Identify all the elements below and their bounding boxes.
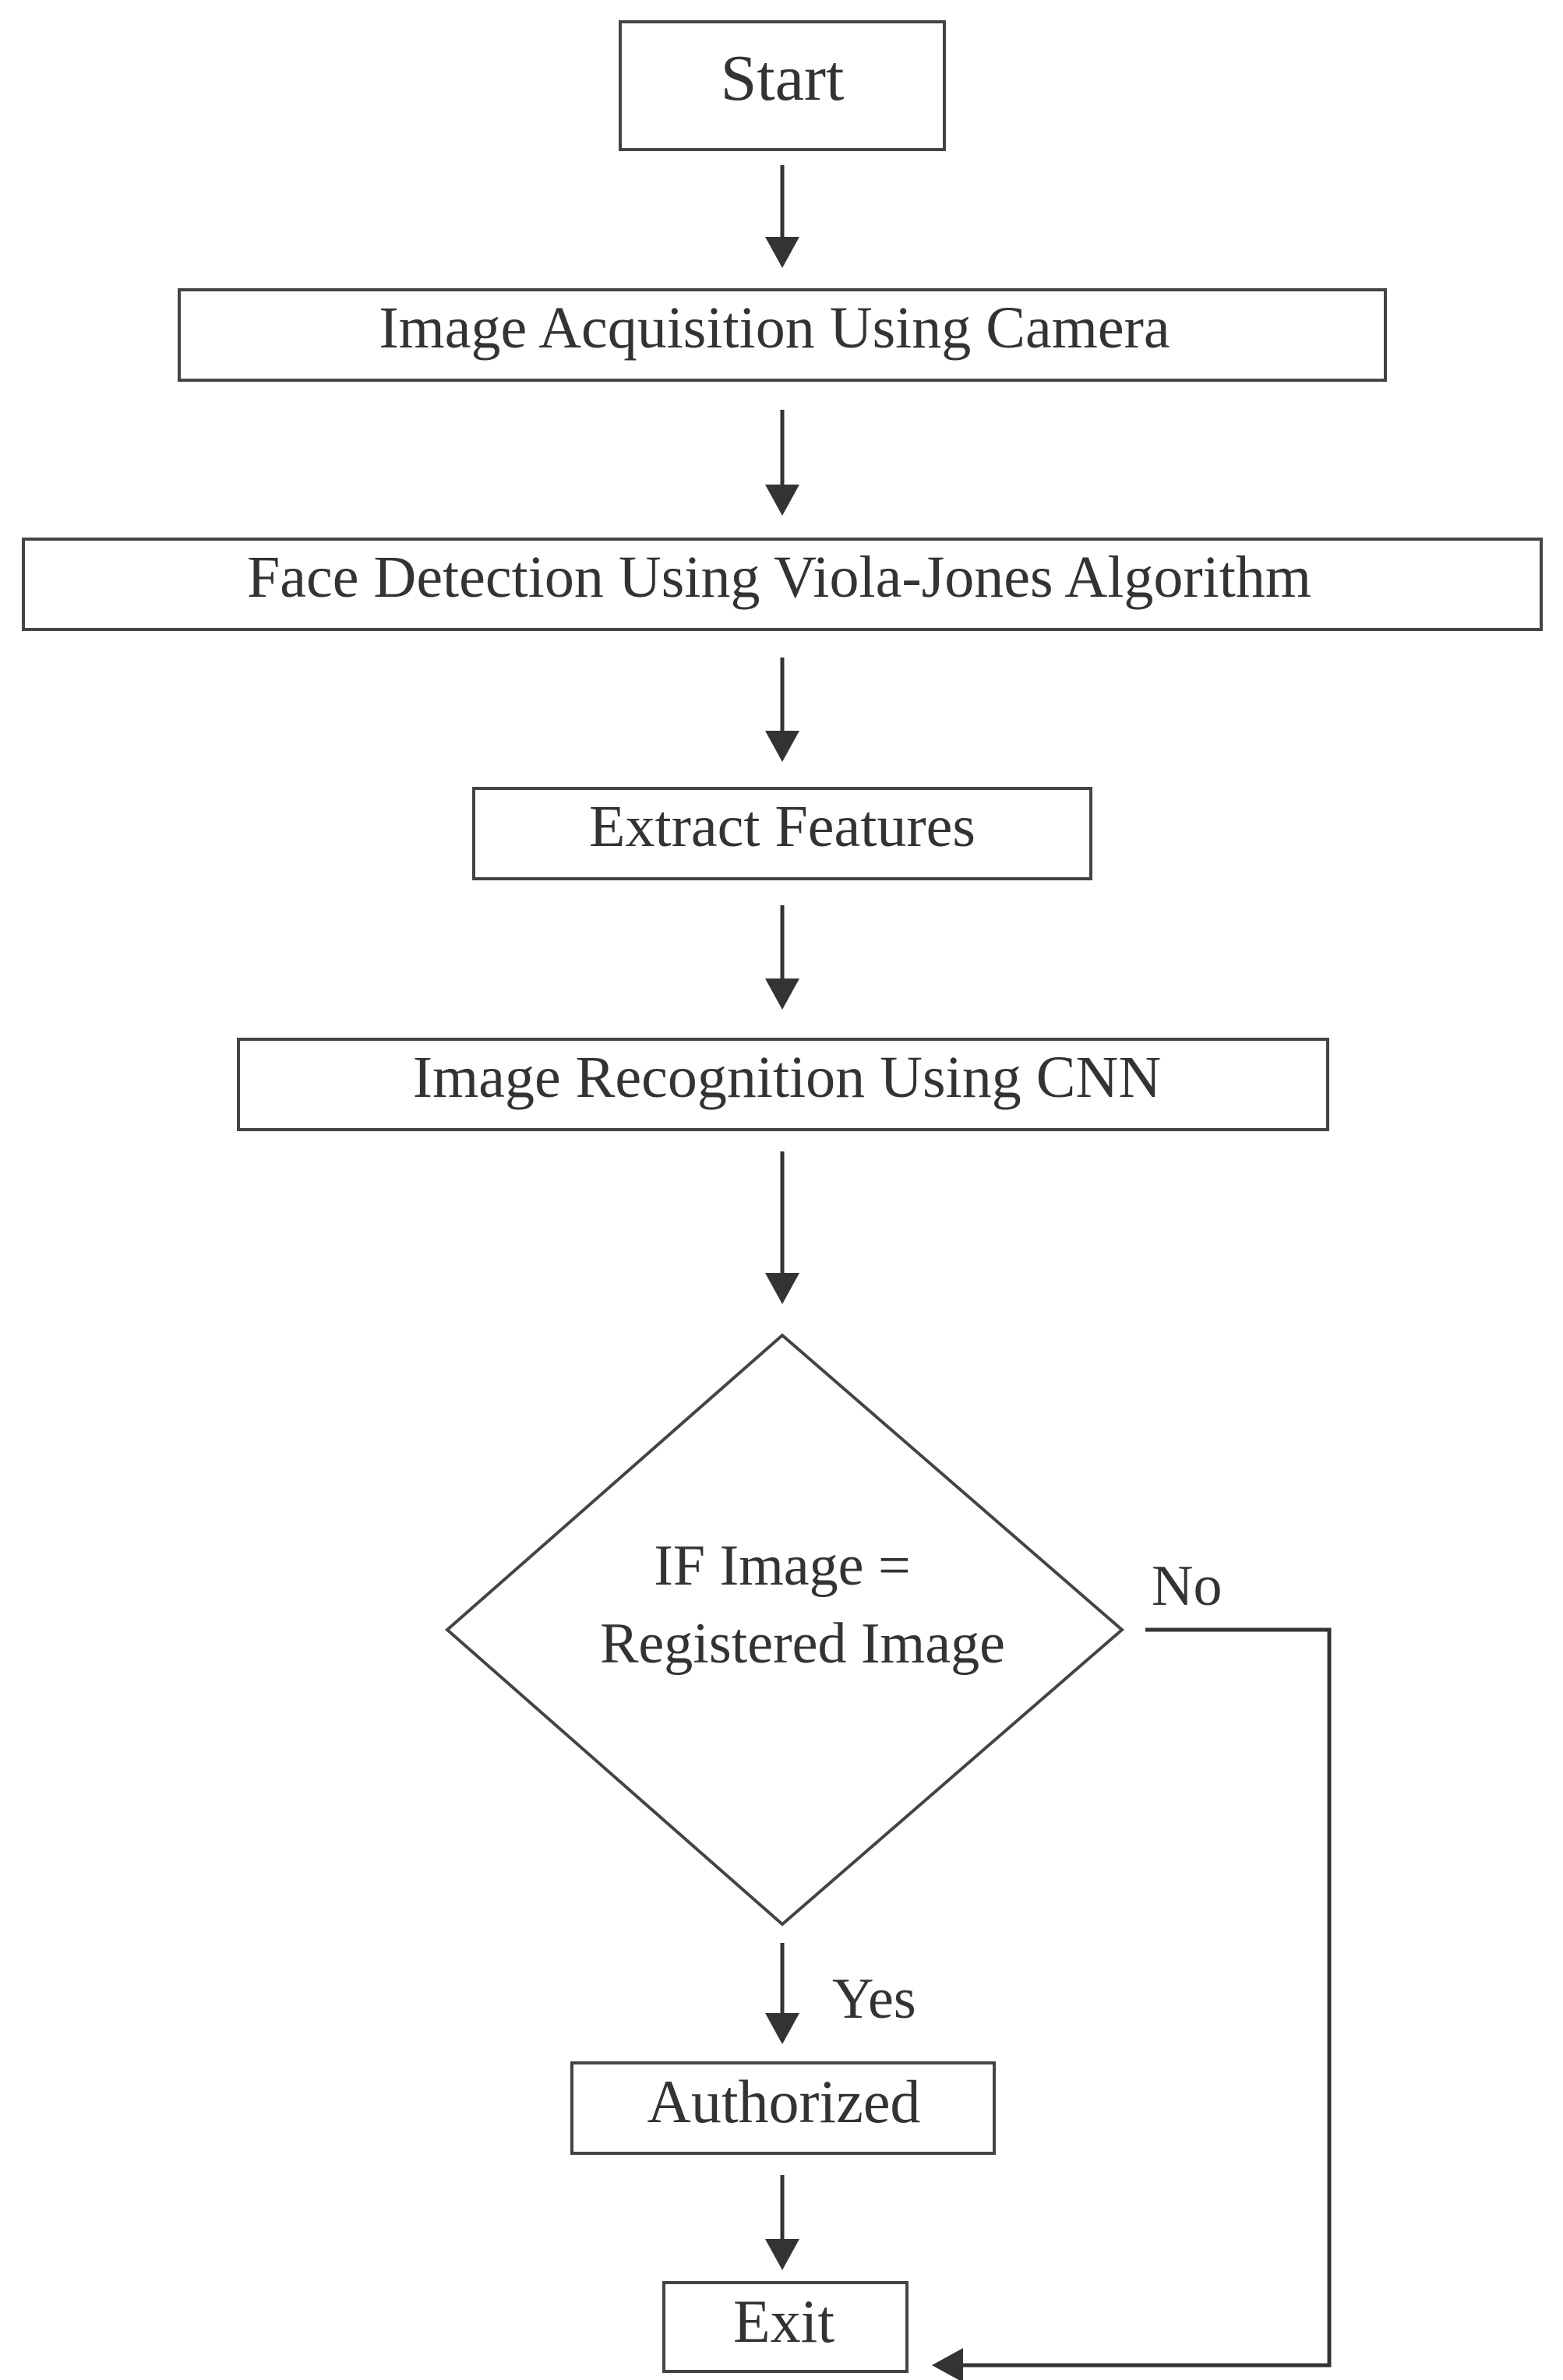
node-start-label: Start (721, 42, 845, 115)
edge-yes: Yes (765, 1943, 916, 2044)
node-acquisition: Image Acquisition Using Camera (178, 288, 1387, 382)
node-recognition: Image Recognition Using CNN (237, 1038, 1329, 1131)
node-authorized: Authorized (570, 2061, 996, 2155)
node-detection-box (22, 538, 1543, 631)
edge-no: No (932, 1554, 1332, 2380)
node-recognition-label: Image Recognition Using CNN (413, 1045, 1161, 1110)
node-authorized-label: Authorized (647, 2068, 921, 2135)
node-decision-label-line1: IF Image = (654, 1534, 910, 1598)
node-features-box (472, 787, 1092, 880)
node-decision-label-line2: Registered Image (600, 1612, 1005, 1676)
node-decision-diamond (444, 1333, 1125, 1927)
node-start-box (619, 20, 946, 151)
edge-yes-label: Yes (832, 1967, 916, 2031)
node-recognition-box (237, 1038, 1329, 1131)
node-exit-box (662, 2281, 909, 2373)
node-exit: Exit (662, 2281, 909, 2373)
node-decision: IF Image = Registered Image (444, 1333, 1125, 1927)
node-authorized-box (570, 2061, 996, 2155)
arrow-recognition-to-decision (765, 1151, 799, 1304)
edge-no-label: No (1152, 1554, 1222, 1618)
arrow-start-to-acquisition (765, 165, 799, 268)
node-acquisition-label: Image Acquisition Using Camera (379, 295, 1170, 361)
node-acquisition-box (178, 288, 1387, 382)
arrow-detection-to-features (765, 658, 799, 762)
node-start: Start (619, 20, 946, 151)
node-exit-label: Exit (733, 2287, 834, 2355)
arrow-authorized-to-exit (765, 2175, 799, 2270)
arrow-features-to-recognition (765, 905, 799, 1010)
node-features-label: Extract Features (589, 794, 976, 859)
node-features: Extract Features (472, 787, 1092, 880)
node-detection-label: Face Detection Using Viola-Jones Algorit… (247, 545, 1311, 610)
node-detection: Face Detection Using Viola-Jones Algorit… (22, 538, 1543, 631)
arrow-acquisition-to-detection (765, 410, 799, 516)
